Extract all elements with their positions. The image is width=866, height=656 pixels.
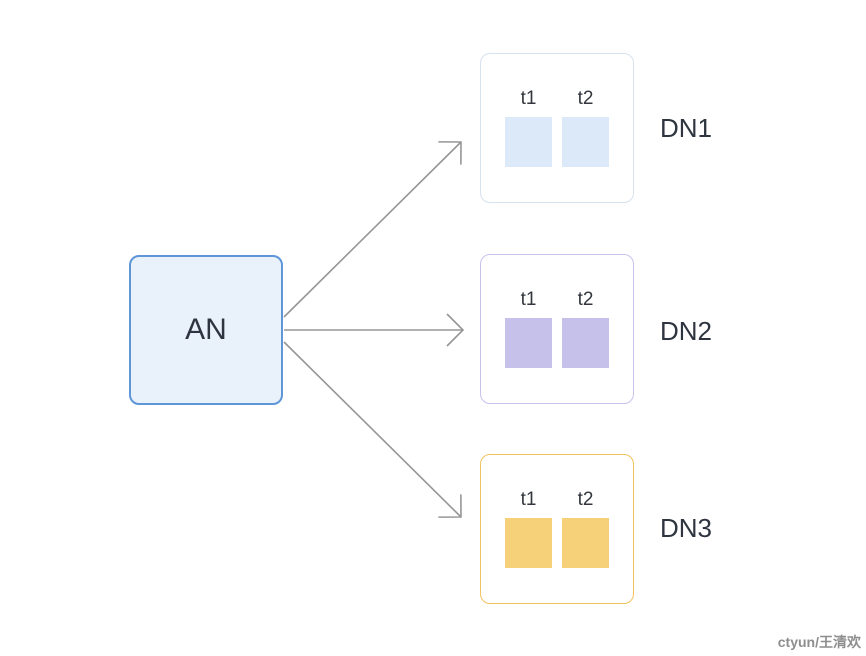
dn3-node: t1 t2 xyxy=(480,454,634,604)
tablet-label: t1 xyxy=(520,489,537,510)
arrow-an-to-dn3 xyxy=(283,341,462,518)
arrow-an-to-dn1 xyxy=(283,141,462,318)
dn2-content: t1 t2 xyxy=(481,255,633,403)
tablet-column: t2 xyxy=(562,289,609,368)
tablet-column: t2 xyxy=(562,88,609,167)
watermark: ctyun/王清欢 xyxy=(777,634,861,650)
tablet-column: t1 xyxy=(505,489,552,568)
dn1-content: t1 t2 xyxy=(481,54,633,202)
tablet-square xyxy=(562,117,609,167)
dn2-node: t1 t2 xyxy=(480,254,634,404)
an-node: AN xyxy=(129,255,283,405)
tablet-square xyxy=(562,318,609,368)
dn2-label: DN2 xyxy=(660,316,713,346)
tablet-label: t1 xyxy=(520,289,537,310)
tablet-square xyxy=(505,518,552,568)
tablet-square xyxy=(505,117,552,167)
tablet-label: t2 xyxy=(577,88,594,109)
dn3-label: DN3 xyxy=(660,513,713,543)
tablet-column: t1 xyxy=(505,289,552,368)
tablet-square xyxy=(562,518,609,568)
dn1-node: t1 t2 xyxy=(480,53,634,203)
tablet-label: t2 xyxy=(577,289,594,310)
tablet-label: t1 xyxy=(520,88,537,109)
dn1-label: DN1 xyxy=(660,113,713,143)
an-node-label: AN xyxy=(185,313,227,346)
tablet-column: t1 xyxy=(505,88,552,167)
tablet-square xyxy=(505,318,552,368)
dn3-content: t1 t2 xyxy=(481,455,633,603)
tablet-column: t2 xyxy=(562,489,609,568)
tablet-label: t2 xyxy=(577,489,594,510)
